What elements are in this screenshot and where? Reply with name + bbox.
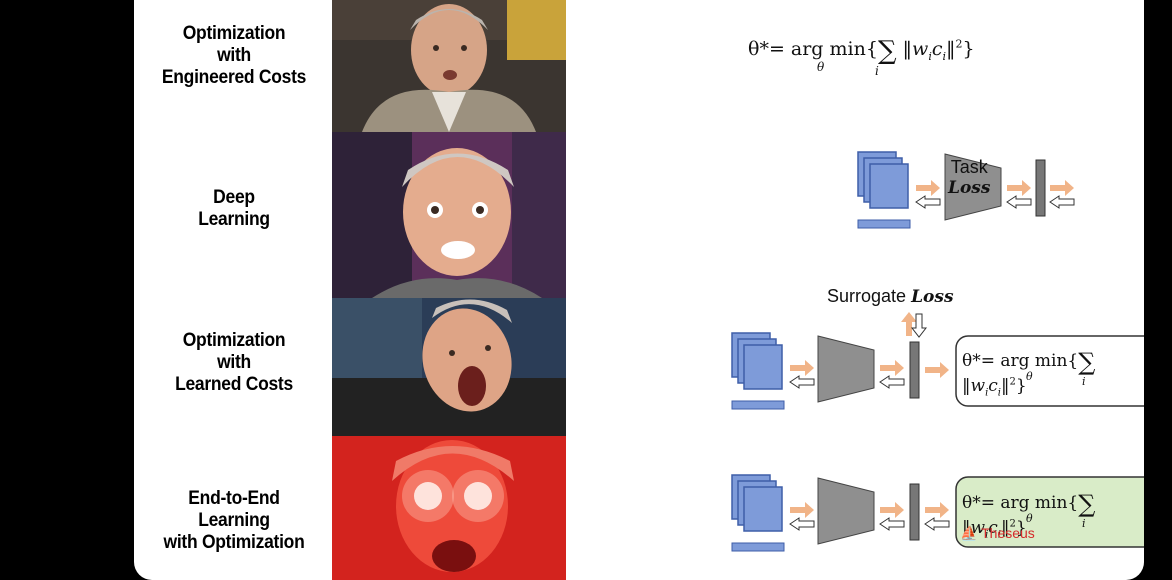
reaction-image-shocked <box>332 298 566 436</box>
end-to-end-diagram <box>731 474 1144 552</box>
learned-costs-diagram <box>731 312 1144 410</box>
diagram-area <box>731 151 1144 552</box>
formula-learned: θ*= arg min{∑ ‖wici‖2} θ i <box>962 348 1096 399</box>
deep-learning-diagram <box>857 151 1075 229</box>
reaction-image-glowing-eyes <box>332 436 566 580</box>
theseus-logo: ⛵ Theseus <box>960 525 1035 541</box>
reaction-image-calm <box>332 0 566 132</box>
reaction-image-excited <box>332 132 566 298</box>
formula-engineered: θ*= arg min{∑ ‖wici‖2} θ i <box>748 36 975 78</box>
ship-icon: ⛵ <box>960 525 978 541</box>
formula-end-to-end: θ*= arg min{∑ ‖wici‖2} θ i <box>962 490 1096 541</box>
surrogate-loss-label: Surrogate Loss <box>827 286 954 307</box>
